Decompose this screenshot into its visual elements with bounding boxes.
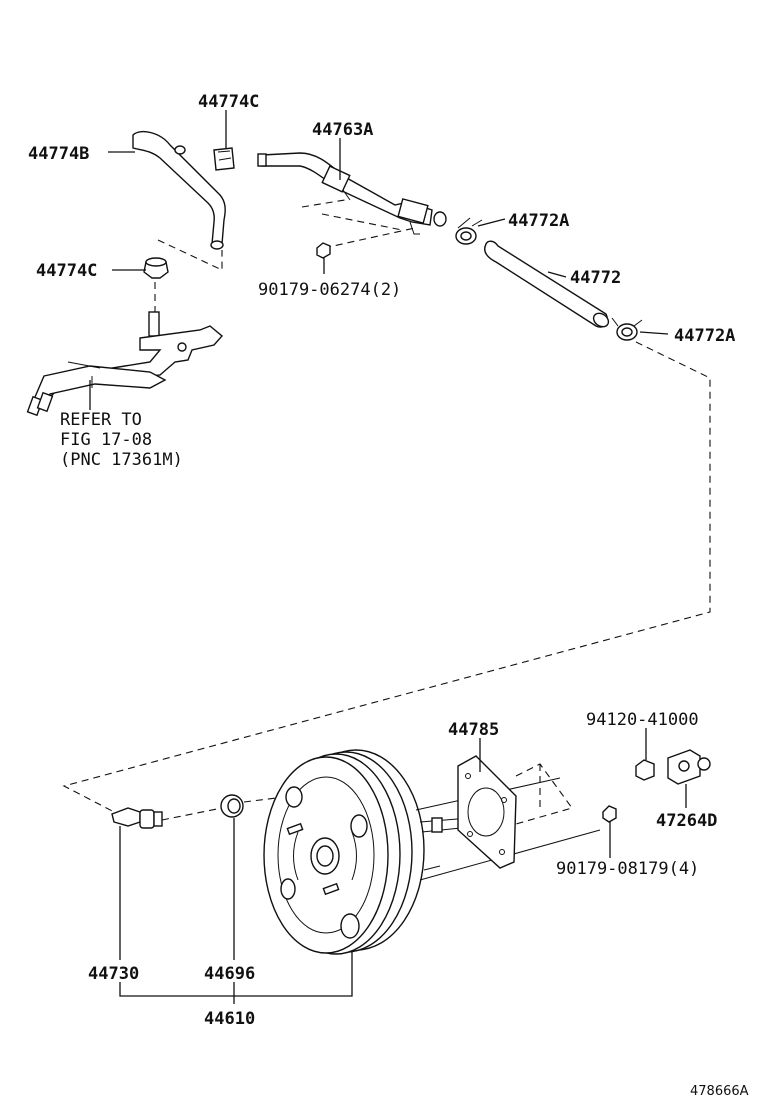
label-refer-line1: REFER TO — [60, 410, 142, 430]
label-44763a: 44763A — [312, 120, 373, 140]
label-47264d: 47264D — [656, 811, 717, 831]
clip-44774c-top — [213, 147, 235, 171]
clamp-44772a-right — [611, 317, 643, 341]
label-44730: 44730 — [88, 964, 139, 984]
label-44696: 44696 — [204, 964, 255, 984]
label-44772a-right: 44772A — [674, 326, 735, 346]
clip-44774c-left — [143, 257, 169, 279]
label-44610: 44610 — [204, 1009, 255, 1029]
label-90179-08179: 90179-08179(4) — [556, 859, 699, 879]
grommet-44696 — [220, 794, 244, 818]
label-44774c-left: 44774C — [36, 261, 97, 281]
nut-94120-41000 — [635, 759, 655, 781]
label-refer-line3: (PNC 17361M) — [60, 450, 183, 470]
label-44785: 44785 — [448, 720, 499, 740]
figure-id: 478666A — [690, 1084, 749, 1099]
vacuum-pipe-assembly — [26, 311, 224, 417]
label-94120-41000: 94120-41000 — [586, 710, 699, 730]
dash-hose-to-pipe — [157, 239, 223, 271]
hose-44763a — [257, 152, 447, 235]
dash-nut-90179-06274 — [323, 227, 416, 249]
leader-lines — [89, 110, 687, 1004]
clamp-44772a-top — [455, 217, 483, 245]
brake-booster-44610 — [263, 749, 601, 955]
gasket-44785 — [457, 755, 517, 869]
hose-44772 — [484, 240, 610, 328]
label-44774b: 44774B — [28, 144, 89, 164]
label-44772a-top: 44772A — [508, 211, 569, 231]
dash-gasket-frame — [515, 763, 573, 825]
label-44772: 44772 — [570, 268, 621, 288]
bracket-47264d — [667, 749, 711, 785]
nut-90179-08179 — [602, 805, 617, 823]
label-refer-line2: FIG 17-08 — [60, 430, 152, 450]
dash-valve-grommet — [161, 807, 223, 821]
dash-hose-to-check-valve — [62, 341, 711, 816]
label-44774c-top: 44774C — [198, 92, 259, 112]
label-90179-06274: 90179-06274(2) — [258, 280, 401, 300]
check-valve-44730 — [111, 807, 163, 829]
hose-44774b — [132, 130, 226, 250]
nut-90179-06274 — [316, 242, 331, 259]
dash-bracket-44763a — [301, 199, 403, 231]
